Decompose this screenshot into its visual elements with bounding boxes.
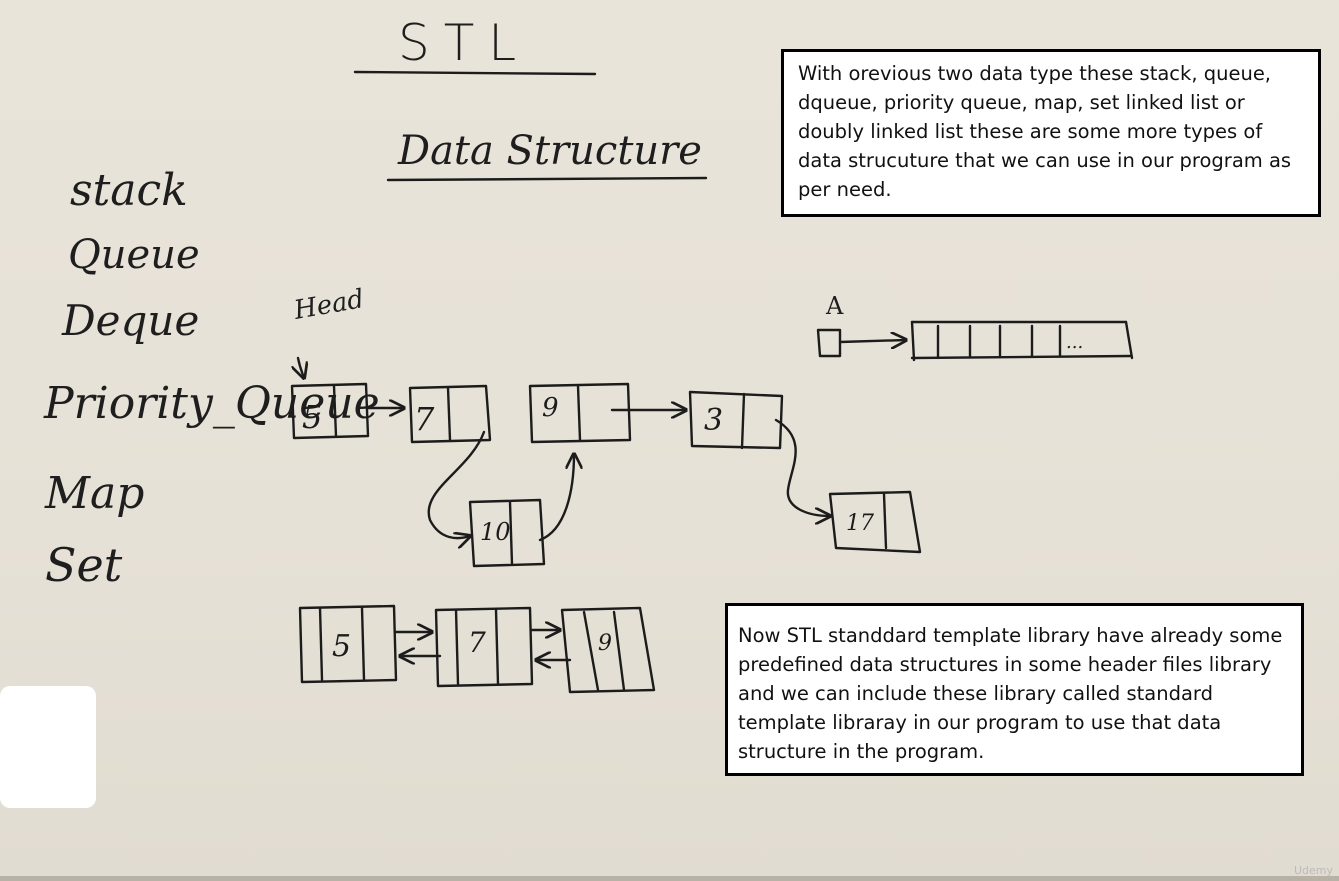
tail-node-box — [828, 490, 922, 554]
doubly-node-3-value: 9 — [598, 631, 612, 656]
node-4-value: 3 — [704, 403, 723, 438]
blank-overlay — [0, 686, 96, 808]
inserted-node-box — [468, 498, 546, 568]
subtitle-underline — [386, 176, 708, 182]
node-1-value: 5 — [302, 398, 322, 436]
list-item-deque: Deque — [62, 296, 200, 345]
array-ellipsis: ... — [1066, 332, 1083, 353]
list-item-queue: Queue — [68, 232, 200, 278]
doubly-node-1-box — [298, 604, 398, 684]
tail-node-value: 17 — [846, 511, 874, 536]
note-box-top: With orevious two data type these stack,… — [781, 49, 1321, 217]
node-2-value: 7 — [414, 400, 435, 438]
head-arrow — [298, 356, 304, 378]
node-4-box — [688, 390, 784, 450]
insert-link-out — [538, 454, 574, 542]
board-subtitle: Data Structure — [398, 128, 702, 174]
node-2-box — [408, 384, 492, 444]
board-title: STL — [398, 14, 531, 72]
list-item-map: Map — [45, 468, 145, 519]
title-underline — [353, 70, 597, 76]
doubly-node-2-value: 7 — [468, 626, 486, 659]
node-1-box — [290, 382, 370, 440]
board-tray — [0, 876, 1339, 881]
brand-watermark: Udemy — [1293, 864, 1333, 877]
tail-link — [774, 418, 830, 516]
note-box-bottom: Now STL standdard template library have … — [725, 603, 1304, 776]
array-label: A — [826, 292, 844, 320]
inserted-node-value: 10 — [480, 518, 511, 546]
doubly-node-1-value: 5 — [332, 629, 351, 664]
doubly-node-2-box — [434, 606, 534, 688]
node-3-box — [528, 382, 632, 444]
array-bottom — [910, 354, 1132, 360]
list-item-priority-queue: Priority_Queue — [44, 378, 380, 429]
doubly-node-3-box — [560, 606, 656, 694]
insert-link-in — [427, 430, 486, 538]
array-pointer-arrow — [838, 340, 906, 342]
list-item-stack: stack — [70, 165, 188, 216]
list-item-set: Set — [45, 538, 123, 592]
node-3-value: 9 — [542, 393, 559, 423]
array-pointer-box — [816, 328, 842, 358]
